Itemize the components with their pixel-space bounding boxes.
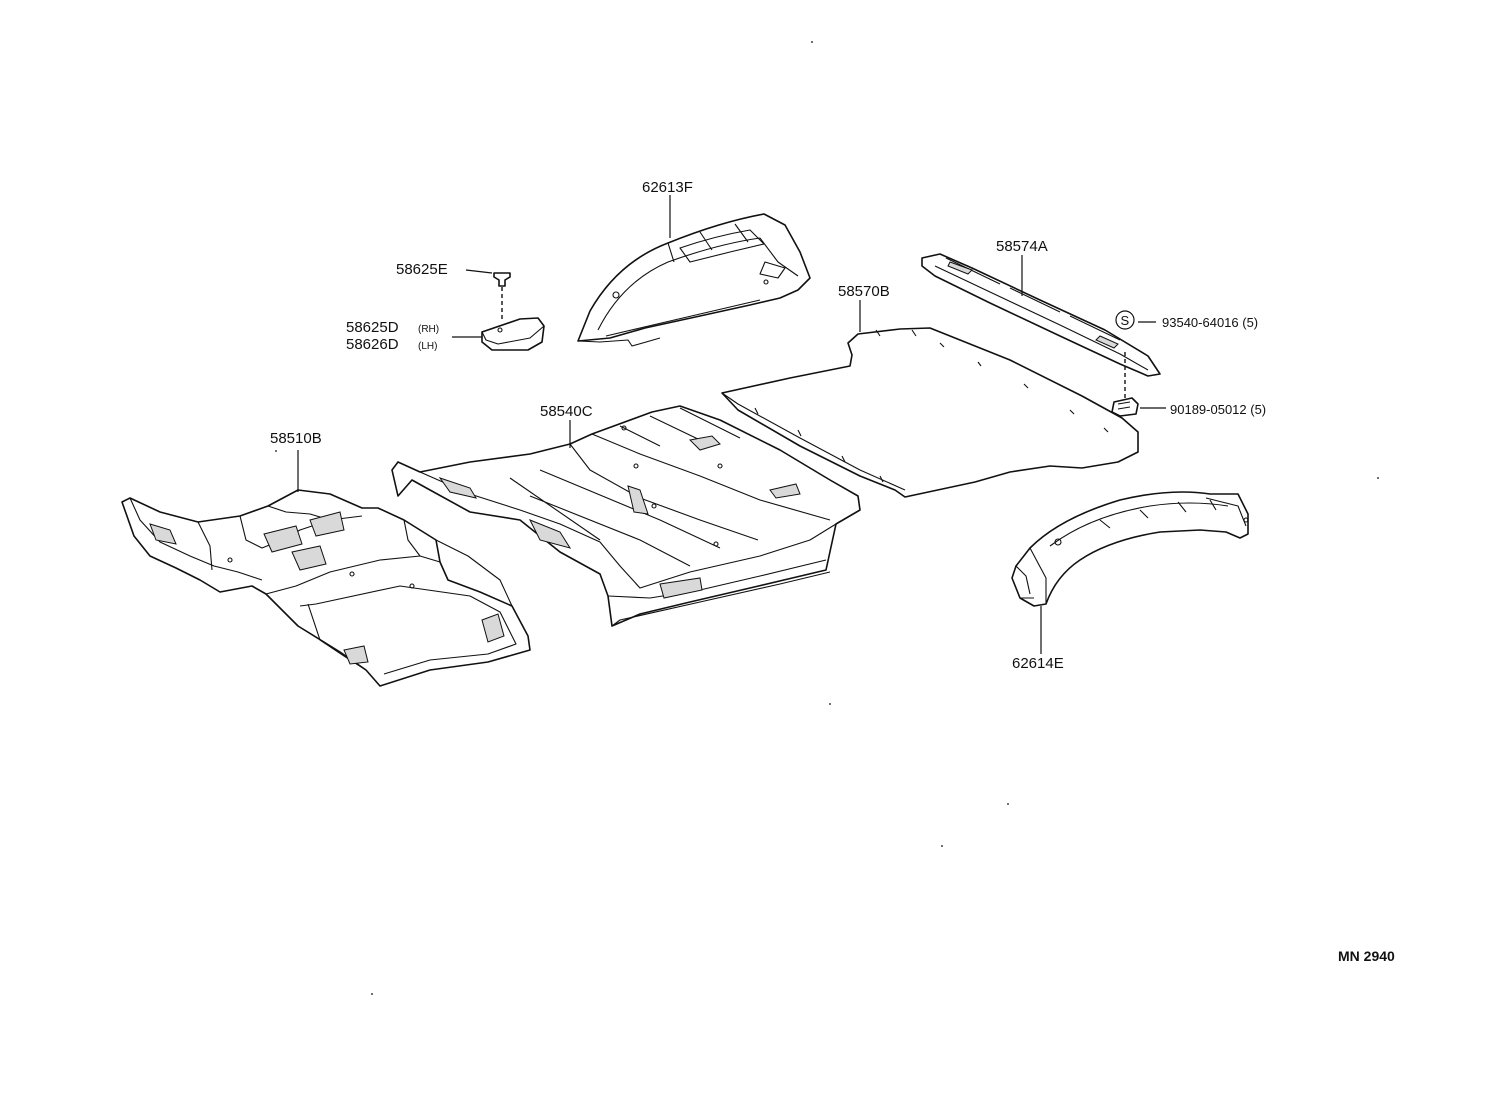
support-58574a[interactable] (921, 253, 1161, 377)
floor-panel-58570b[interactable] (721, 327, 1139, 498)
bolt-icon[interactable] (493, 272, 511, 287)
label-62613f: 62613F (642, 179, 693, 196)
wheel-house-cover-62614e[interactable] (1011, 491, 1249, 607)
label-58625d-side: (RH) (418, 324, 439, 335)
pad-58625d-58626d[interactable] (481, 317, 545, 351)
wheel-house-cover-62613f[interactable] (577, 213, 811, 347)
svg-text:S: S (1121, 313, 1130, 328)
diagram-reference-number: MN 2940 (1338, 948, 1395, 964)
label-58626d: 58626D (346, 336, 399, 353)
standard-part-symbol-icon: S (1115, 310, 1135, 330)
label-58625e: 58625E (396, 261, 448, 278)
label-58574a: 58574A (996, 238, 1048, 255)
scan-specks (275, 41, 1379, 995)
label-62614e: 62614E (1012, 655, 1064, 672)
carpet-58510b[interactable] (121, 489, 531, 687)
label-90189-05012: 90189-05012 (5) (1170, 402, 1266, 417)
label-93540-64016: 93540-64016 (5) (1162, 315, 1258, 330)
label-58626d-side: (LH) (418, 341, 437, 352)
label-58570b: 58570B (838, 283, 890, 300)
label-58510b: 58510B (270, 430, 322, 447)
label-58540c: 58540C (540, 403, 593, 420)
carpet-58540c[interactable] (391, 405, 861, 627)
label-58625d: 58625D (346, 319, 399, 336)
clip-icon[interactable] (1111, 397, 1139, 417)
